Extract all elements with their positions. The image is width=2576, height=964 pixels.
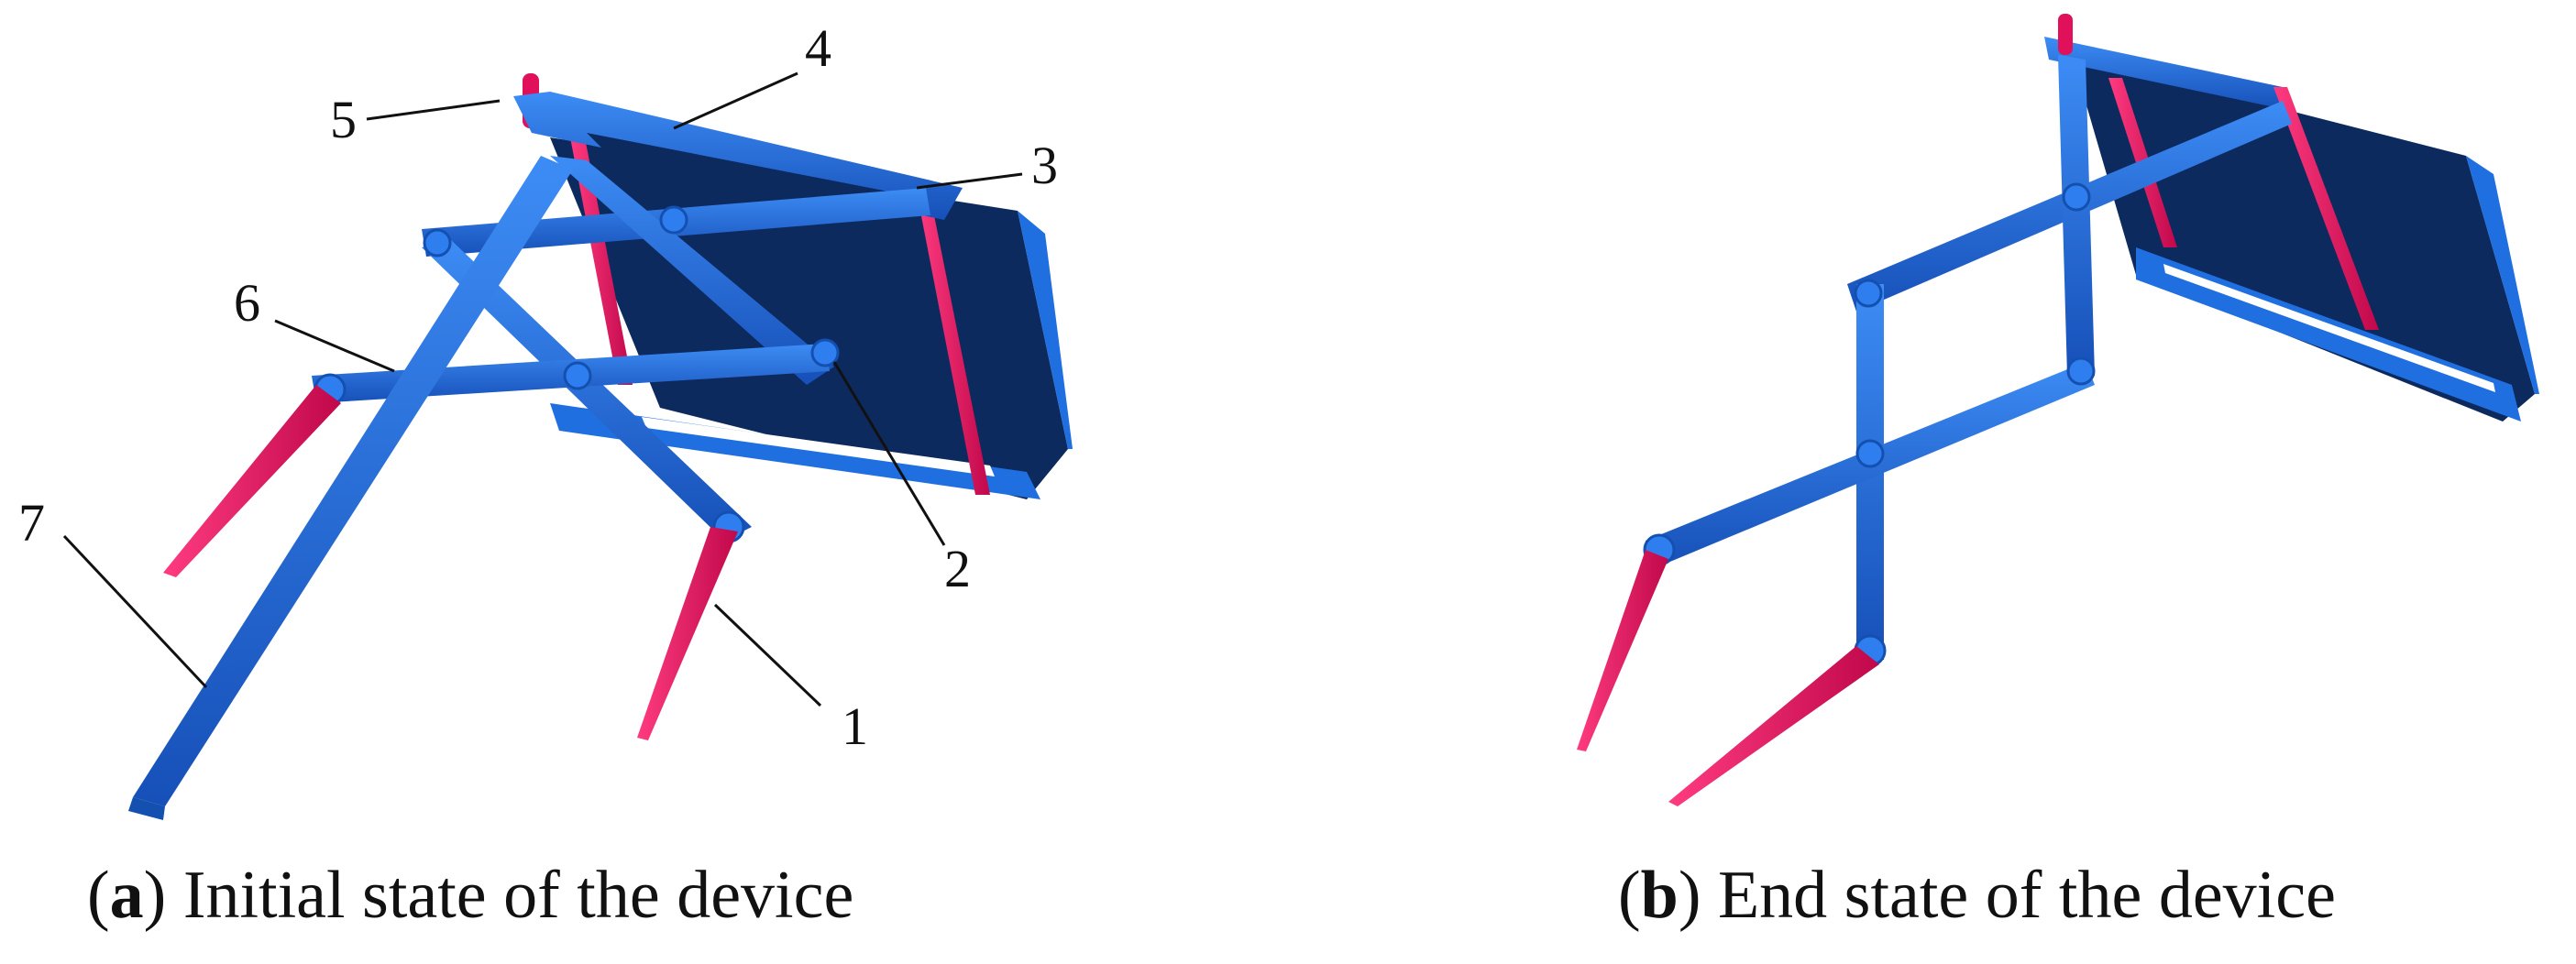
joints-b [1643, 182, 2096, 667]
finger-1 [637, 527, 738, 740]
callout-1: 1 [842, 696, 868, 756]
caption-b-letter: b [1640, 858, 1679, 933]
scissor-bar-cross-2 [422, 238, 752, 541]
callout-4: 4 [805, 18, 831, 78]
panel-b-drawing [1577, 14, 2539, 806]
callout-7: 7 [18, 493, 45, 553]
scissor-bar-cross-1 [550, 156, 834, 385]
callout-lines [62, 71, 1023, 707]
callout-6: 6 [234, 273, 260, 333]
link-b-vertical-right [2058, 55, 2095, 376]
finger-b-right [1668, 646, 1879, 806]
link-7 [133, 156, 573, 806]
callout-2: 2 [944, 539, 971, 598]
pin-b-top [2058, 14, 2073, 55]
callout-5: 5 [330, 90, 357, 149]
caption-panel-a: (a) Initial state of the device [87, 858, 854, 933]
finger-b-left [1577, 550, 1668, 751]
caption-a-text: Initial state of the device [182, 858, 854, 933]
panel-a-drawing: 5 4 3 6 2 1 7 [18, 18, 1073, 820]
caption-a-letter: a [109, 858, 144, 933]
callout-3: 3 [1031, 136, 1058, 195]
caption-b-text: End state of the device [1717, 858, 2336, 933]
caption-panel-b: (b) End state of the device [1618, 858, 2336, 933]
finger-left [163, 385, 341, 577]
